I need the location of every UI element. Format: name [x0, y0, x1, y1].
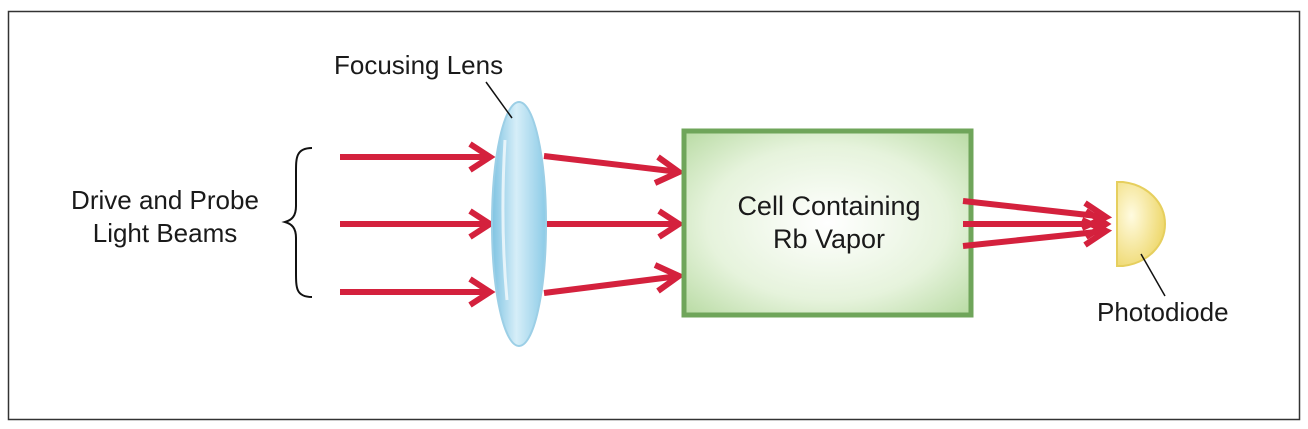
converging-beam-top — [543, 153, 685, 186]
cell-label: Cell Containing Rb Vapor — [686, 190, 972, 256]
exit-beams — [962, 198, 1113, 249]
incoming-beam-top — [340, 141, 496, 173]
exit-beam-bottom — [962, 217, 1113, 249]
cell-label-line2: Rb Vapor — [772, 224, 886, 254]
converging-beam-middle — [547, 208, 685, 240]
incoming-beams — [340, 141, 496, 308]
photodiode-label: Photodiode — [1097, 297, 1229, 327]
beams-label: Drive and Probe Light Beams — [40, 184, 290, 250]
incoming-beam-bottom — [340, 276, 496, 308]
beams-brace — [281, 147, 313, 298]
converging-beams — [543, 153, 685, 296]
photodiode — [1116, 181, 1167, 267]
focusing-lens — [491, 101, 547, 347]
beams-label-line1: Drive and Probe — [71, 185, 259, 215]
converging-beam-bottom — [543, 262, 685, 296]
photodiode-leader-line — [1140, 253, 1166, 297]
beams-label-line2: Light Beams — [92, 218, 238, 248]
incoming-beam-middle — [340, 208, 496, 240]
diagram-frame — [7, 10, 1301, 421]
focusing-lens-label: Focusing Lens — [334, 50, 504, 80]
lens-leader-line — [485, 81, 513, 119]
cell-label-line1: Cell Containing — [737, 191, 921, 221]
lens-highlight — [501, 139, 509, 301]
